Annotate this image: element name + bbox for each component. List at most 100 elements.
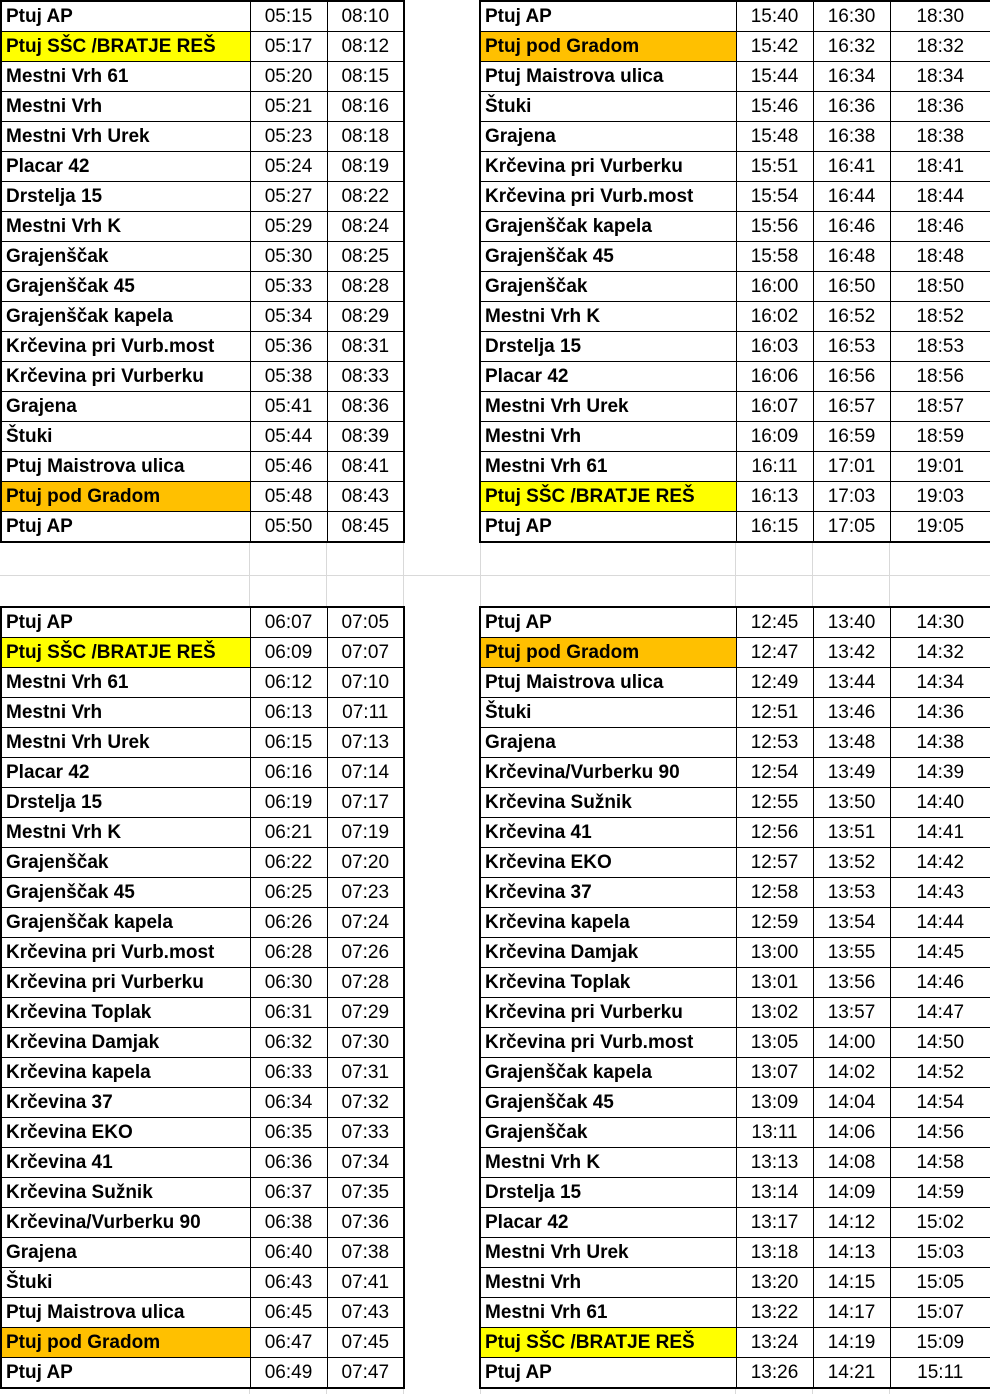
- departure-time-cell: 14:08: [812, 1147, 891, 1178]
- departure-time-cell: 15:46: [735, 91, 814, 122]
- stop-name-cell: Ptuj AP: [479, 511, 737, 543]
- departure-time-cell: 14:15: [812, 1267, 891, 1298]
- departure-time-cell: 07:29: [326, 997, 405, 1028]
- stop-name-cell: Krčevina 41: [479, 817, 737, 848]
- stop-name-cell: Ptuj Maistrova ulica: [0, 1297, 251, 1328]
- departure-time-cell: 16:34: [812, 61, 891, 92]
- departure-time-cell: 14:50: [889, 1027, 990, 1058]
- departure-time-cell: 05:46: [249, 451, 328, 482]
- departure-time-cell: 07:47: [326, 1357, 405, 1389]
- departure-time-cell: 15:56: [735, 211, 814, 242]
- stop-name-cell: Grajena: [0, 1237, 251, 1268]
- departure-time-cell: 12:49: [735, 667, 814, 698]
- departure-time-cell: 06:32: [249, 1027, 328, 1058]
- departure-time-cell: 05:21: [249, 91, 328, 122]
- departure-time-cell: 18:41: [889, 151, 990, 182]
- stop-name-cell: Grajena: [479, 727, 737, 758]
- departure-time-cell: 13:17: [735, 1207, 814, 1238]
- departure-time-cell: 16:07: [735, 391, 814, 422]
- stop-name-cell: Štuki: [479, 697, 737, 728]
- departure-time-cell: 07:32: [326, 1087, 405, 1118]
- departure-time-cell: 07:36: [326, 1207, 405, 1238]
- stop-name-cell: Krčevina pri Vurberku: [0, 361, 251, 392]
- departure-time-cell: 15:03: [889, 1237, 990, 1268]
- departure-time-cell: 06:49: [249, 1357, 328, 1389]
- stop-name-cell: Krčevina EKO: [479, 847, 737, 878]
- departure-time-cell: 06:22: [249, 847, 328, 878]
- departure-time-cell: 05:50: [249, 511, 328, 543]
- stop-name-cell: Mestni Vrh K: [479, 301, 737, 332]
- departure-time-cell: 06:21: [249, 817, 328, 848]
- departure-time-cell: 16:15: [735, 511, 814, 543]
- departure-time-cell: 14:47: [889, 997, 990, 1028]
- departure-time-cell: 13:22: [735, 1297, 814, 1328]
- departure-time-cell: 06:09: [249, 637, 328, 668]
- stop-name-cell: Krčevina/Vurberku 90: [479, 757, 737, 788]
- departure-time-cell: 14:46: [889, 967, 990, 998]
- stop-name-cell: Ptuj pod Gradom: [0, 481, 251, 512]
- stop-name-cell: Grajena: [479, 121, 737, 152]
- stop-name-cell: Ptuj SŠC /BRATJE REŠ: [0, 31, 251, 62]
- stop-name-cell: Grajenščak: [479, 271, 737, 302]
- stop-name-cell: Krčevina pri Vurb.most: [0, 937, 251, 968]
- stop-name-cell: Drstelja 15: [479, 1177, 737, 1208]
- departure-time-cell: 07:10: [326, 667, 405, 698]
- stop-name-cell: Štuki: [0, 421, 251, 452]
- stop-name-cell: Ptuj Maistrova ulica: [0, 451, 251, 482]
- departure-time-cell: 14:38: [889, 727, 990, 758]
- stop-name-cell: Krčevina kapela: [0, 1057, 251, 1088]
- departure-time-cell: 17:01: [812, 451, 891, 482]
- departure-time-cell: 18:59: [889, 421, 990, 452]
- stop-name-cell: Grajenščak 45: [479, 241, 737, 272]
- departure-time-cell: 13:09: [735, 1087, 814, 1118]
- departure-time-cell: 14:44: [889, 907, 990, 938]
- stop-name-cell: Grajenščak: [0, 847, 251, 878]
- departure-time-cell: 08:22: [326, 181, 405, 212]
- departure-time-cell: 18:50: [889, 271, 990, 302]
- departure-time-cell: 08:36: [326, 391, 405, 422]
- stop-name-cell: Ptuj pod Gradom: [479, 637, 737, 668]
- departure-time-cell: 07:17: [326, 787, 405, 818]
- departure-time-cell: 07:41: [326, 1267, 405, 1298]
- departure-time-cell: 06:37: [249, 1177, 328, 1208]
- departure-time-cell: 12:51: [735, 697, 814, 728]
- departure-time-cell: 12:59: [735, 907, 814, 938]
- departure-time-cell: 13:46: [812, 697, 891, 728]
- departure-time-cell: 08:43: [326, 481, 405, 512]
- departure-time-cell: 08:25: [326, 241, 405, 272]
- stop-name-cell: Ptuj AP: [479, 606, 737, 638]
- departure-time-cell: 06:12: [249, 667, 328, 698]
- departure-time-cell: 07:26: [326, 937, 405, 968]
- departure-time-cell: 06:47: [249, 1327, 328, 1358]
- departure-time-cell: 13:24: [735, 1327, 814, 1358]
- stop-name-cell: Krčevina Damjak: [479, 937, 737, 968]
- departure-time-cell: 08:18: [326, 121, 405, 152]
- stop-name-cell: Placar 42: [0, 757, 251, 788]
- stop-name-cell: Grajenščak 45: [0, 271, 251, 302]
- departure-time-cell: 18:30: [889, 0, 990, 32]
